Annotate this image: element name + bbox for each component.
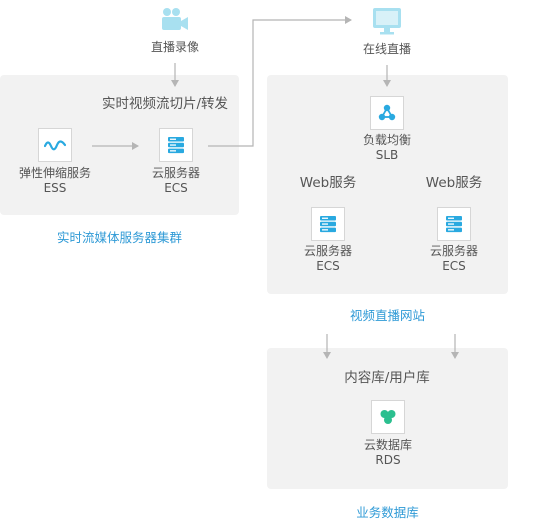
slb-node[interactable] <box>370 96 404 130</box>
ecs-node-web-left[interactable] <box>311 207 345 241</box>
ess-wave-icon <box>44 140 66 151</box>
web-right-title: Web服务 <box>425 175 483 191</box>
database-group-label: 业务数据库 <box>356 505 419 520</box>
server-icon <box>320 216 336 233</box>
ess-node[interactable] <box>38 128 72 162</box>
ecs-web-left-name: 云服务器 <box>303 244 352 258</box>
ess-name: 弹性伸缩服务 <box>18 166 91 180</box>
ecs-web-right-code: ECS <box>442 259 466 273</box>
rds-name: 云数据库 <box>363 438 412 452</box>
ecs-web-left-code: ECS <box>316 259 340 273</box>
ecs-media-name: 云服务器 <box>151 166 200 180</box>
server-icon <box>446 216 462 233</box>
arrow-ecs-to-online-live <box>208 16 352 147</box>
media-cluster-heading: 实时视频流切片/转发 <box>101 96 229 112</box>
database-heading: 内容库/用户库 <box>344 370 430 386</box>
rds-node[interactable] <box>371 400 405 434</box>
ess-code: ESS <box>43 181 67 195</box>
media-cluster-group-label: 实时流媒体服务器集群 <box>56 230 182 245</box>
slb-name: 负载均衡 <box>362 133 411 147</box>
online-live-label: 在线直播 <box>362 42 411 56</box>
slb-code: SLB <box>375 148 399 162</box>
video-camera-icon <box>162 8 188 30</box>
monitor-icon <box>373 8 401 35</box>
slb-node-icon <box>378 104 396 121</box>
server-icon <box>168 137 184 154</box>
ecs-node-web-right[interactable] <box>437 207 471 241</box>
ecs-media-code: ECS <box>164 181 188 195</box>
rds-code: RDS <box>375 453 401 467</box>
web-left-title: Web服务 <box>299 175 357 191</box>
rds-database-icon <box>380 410 396 424</box>
website-group-label: 视频直播网站 <box>349 308 425 323</box>
ecs-node-media[interactable] <box>159 128 193 162</box>
ecs-web-right-name: 云服务器 <box>429 244 478 258</box>
live-record-label: 直播录像 <box>150 40 199 54</box>
